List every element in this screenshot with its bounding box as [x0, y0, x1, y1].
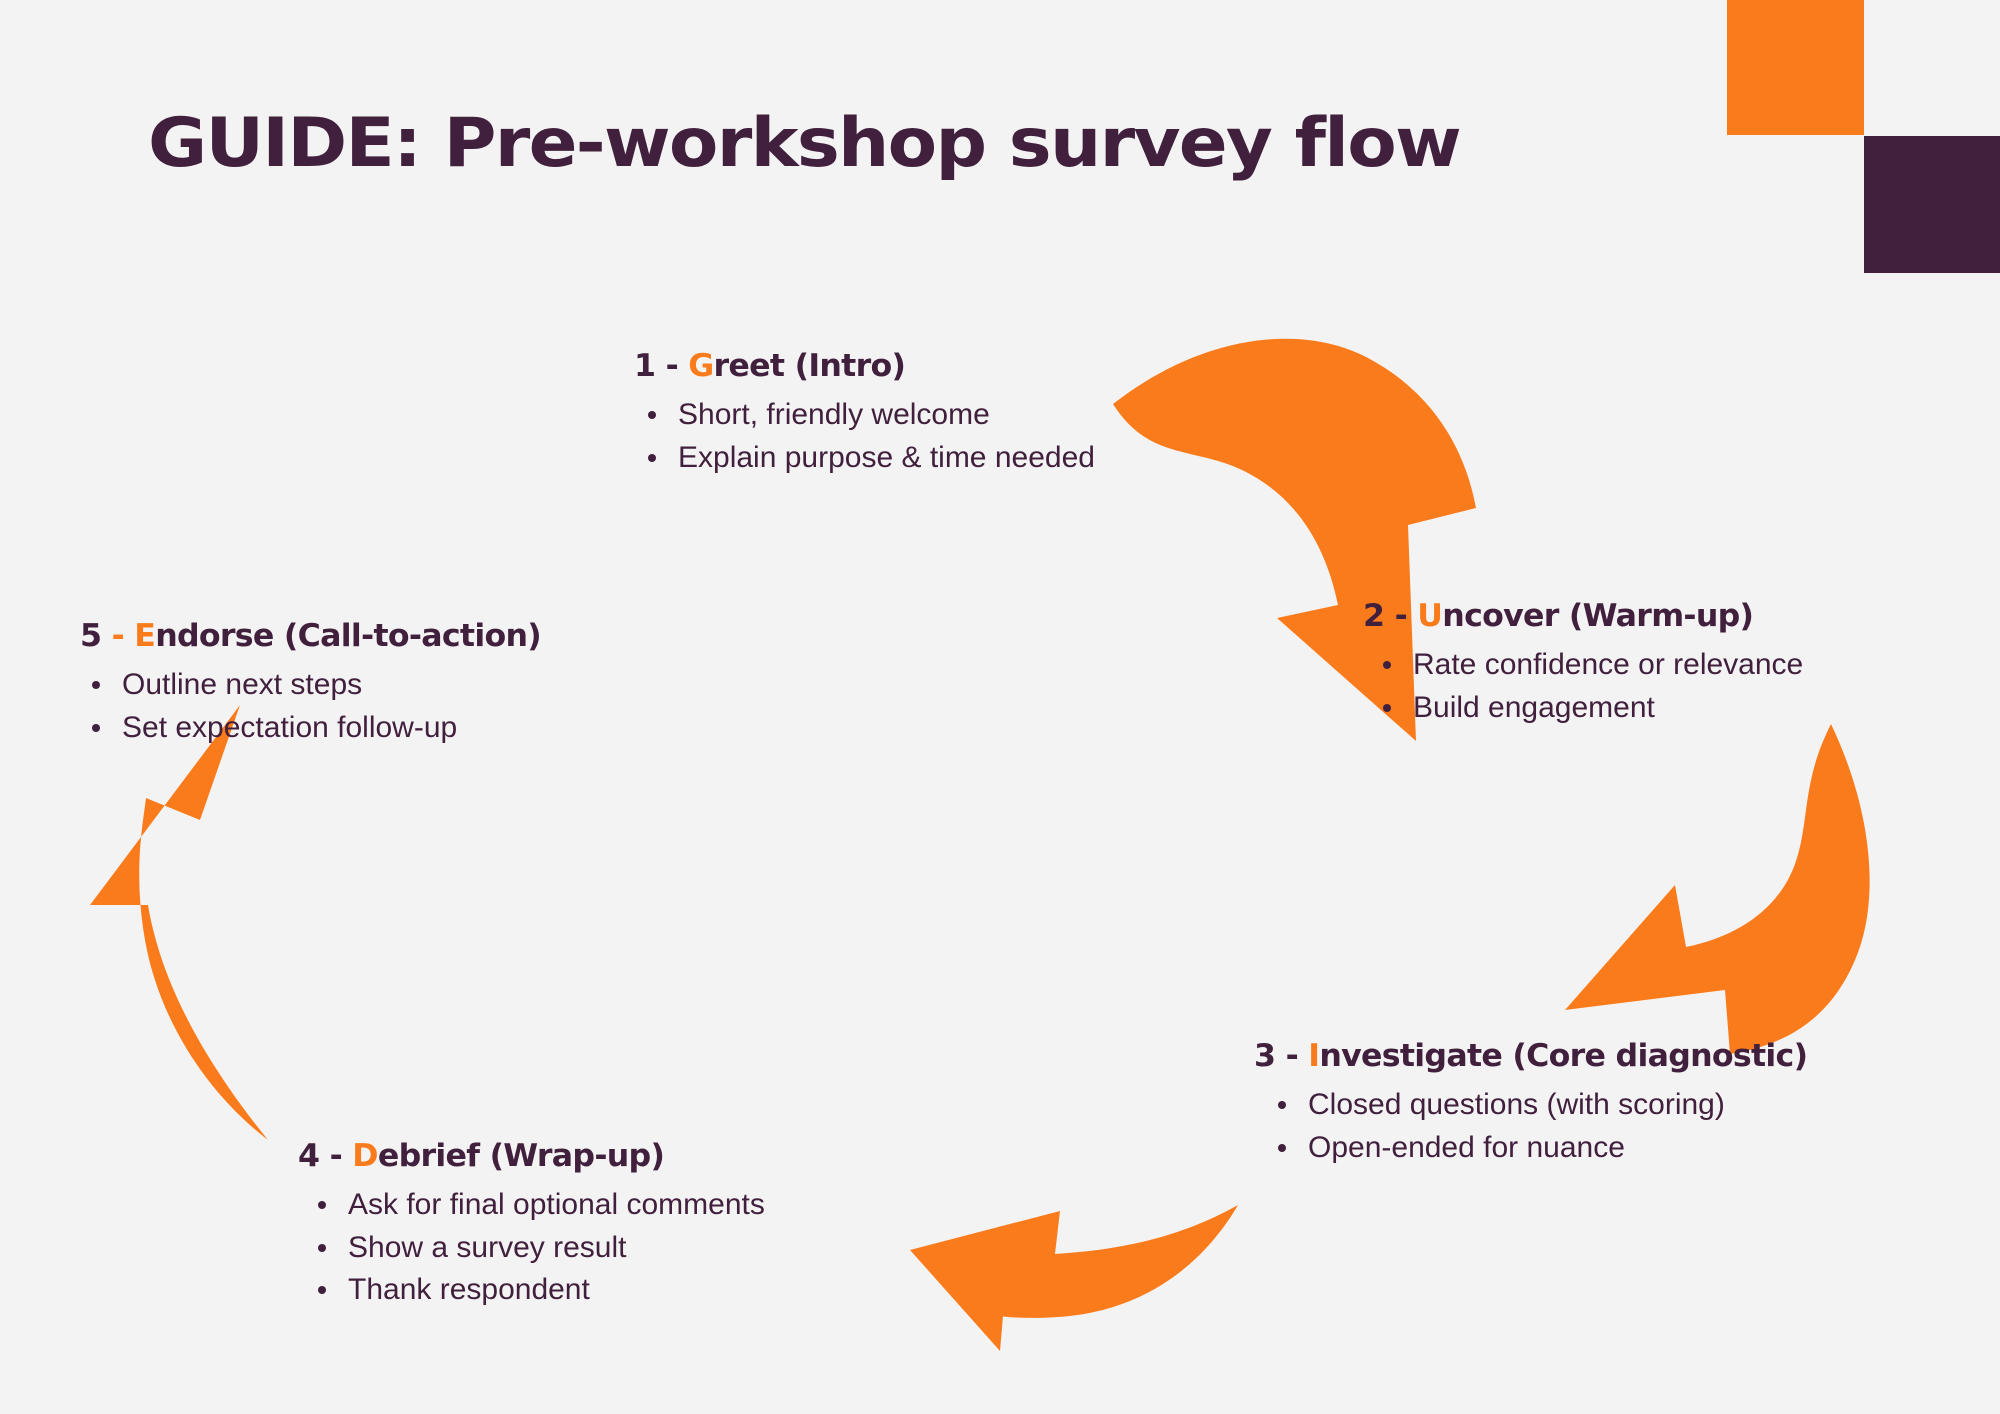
step-2-accent-letter: U	[1417, 598, 1443, 634]
orange-square-decoration	[1727, 0, 1864, 135]
bullet-text: Set expectation follow-up	[122, 710, 458, 744]
step-4-bullet-list: Ask for final optional comments Show a s…	[290, 1184, 765, 1312]
list-item: Open-ended for nuance	[1250, 1127, 1796, 1170]
bullet-dot-icon	[1383, 703, 1391, 712]
step-3-title-rest: nvestigate (Core diagnostic)	[1319, 1038, 1808, 1074]
bullet-text: Closed questions (with scoring)	[1308, 1088, 1725, 1121]
step-2-bullet-list: Rate confidence or relevance Build engag…	[1355, 644, 1803, 729]
arrow-4-to-5-icon	[90, 705, 268, 1140]
bullet-text: Ask for final optional comments	[348, 1188, 765, 1221]
step-1-bullet-list: Short, friendly welcome Explain purpose …	[620, 394, 1095, 479]
step-5-number: 5	[80, 618, 102, 654]
list-item: Ask for final optional comments	[290, 1184, 765, 1227]
step-4-separator: -	[329, 1138, 353, 1174]
step-2-title-rest: ncover (Warm-up)	[1442, 598, 1754, 634]
step-3-accent-letter: I	[1308, 1038, 1320, 1074]
list-item: Rate confidence or relevance	[1355, 644, 1803, 687]
bullet-dot-icon	[318, 1201, 326, 1210]
bullet-text: Short, friendly welcome	[678, 398, 990, 431]
step-1-separator: -	[665, 348, 689, 384]
step-4-number: 4	[298, 1138, 320, 1174]
step-4-block: 4 - Debrief (Wrap-up) Ask for final opti…	[290, 1138, 765, 1312]
list-item: Build engagement	[1355, 687, 1803, 730]
step-1-title-rest: reet (Intro)	[713, 348, 906, 384]
step-3-block: 3 - Investigate (Core diagnostic) Closed…	[1250, 1038, 1808, 1169]
step-1-accent-letter: G	[688, 348, 714, 384]
list-item: Show a survey result	[290, 1227, 765, 1270]
step-3-bullet-list: Closed questions (with scoring) Open-end…	[1250, 1084, 1796, 1169]
bullet-text: Thank respondent	[348, 1273, 590, 1307]
step-4-accent-letter: D	[352, 1138, 378, 1174]
step-3-separator: -	[1285, 1038, 1309, 1074]
list-item: Short, friendly welcome	[620, 394, 1095, 437]
bullet-text: Show a survey result	[348, 1230, 627, 1264]
bullet-text: Explain purpose & time needed	[678, 440, 1095, 474]
step-5-title-rest: ndorse (Call-to-action)	[155, 618, 542, 654]
list-item: Set expectation follow-up	[80, 707, 532, 750]
step-5-block: 5 - Endorse (Call-to-action) Outline nex…	[80, 618, 542, 749]
step-3-number: 3	[1254, 1038, 1276, 1074]
step-2-heading: 2 - Uncover (Warm-up)	[1363, 598, 1812, 634]
bullet-dot-icon	[92, 681, 100, 690]
step-2-number: 2	[1363, 598, 1385, 634]
bullet-text: Rate confidence or relevance	[1413, 648, 1804, 681]
step-5-separator: -	[111, 618, 135, 654]
list-item: Outline next steps	[80, 664, 532, 707]
step-1-block: 1 - Greet (Intro) Short, friendly welcom…	[620, 348, 1095, 479]
bullet-dot-icon	[648, 411, 656, 420]
step-2-separator: -	[1394, 598, 1418, 634]
step-5-bullet-list: Outline next steps Set expectation follo…	[80, 664, 532, 749]
bullet-text: Open-ended for nuance	[1308, 1130, 1625, 1164]
bullet-dot-icon	[1383, 661, 1391, 670]
step-1-number: 1	[634, 348, 656, 384]
step-4-heading: 4 - Debrief (Wrap-up)	[298, 1138, 774, 1174]
list-item: Closed questions (with scoring)	[1250, 1084, 1796, 1127]
bullet-text: Build engagement	[1413, 690, 1655, 724]
step-5-accent-letter: E	[134, 618, 156, 654]
step-4-title-rest: ebrief (Wrap-up)	[377, 1138, 665, 1174]
arrow-2-to-3-icon	[1565, 724, 1870, 1054]
purple-square-decoration	[1864, 136, 2000, 273]
arrow-3-to-4-icon	[910, 1205, 1238, 1351]
bullet-text: Outline next steps	[122, 668, 363, 701]
step-3-heading: 3 - Investigate (Core diagnostic)	[1254, 1038, 1808, 1074]
bullet-dot-icon	[318, 1243, 326, 1252]
step-5-heading: 5 - Endorse (Call-to-action)	[80, 618, 542, 654]
bullet-dot-icon	[318, 1286, 326, 1295]
bullet-dot-icon	[1278, 1143, 1286, 1152]
bullet-dot-icon	[1278, 1101, 1286, 1110]
step-2-block: 2 - Uncover (Warm-up) Rate confidence or…	[1355, 598, 1803, 729]
list-item: Thank respondent	[290, 1269, 765, 1312]
list-item: Explain purpose & time needed	[620, 437, 1095, 480]
bullet-dot-icon	[92, 723, 100, 732]
step-1-heading: 1 - Greet (Intro)	[634, 348, 1104, 384]
bullet-dot-icon	[648, 453, 656, 462]
page-title: GUIDE: Pre-workshop survey flow	[148, 104, 1462, 183]
